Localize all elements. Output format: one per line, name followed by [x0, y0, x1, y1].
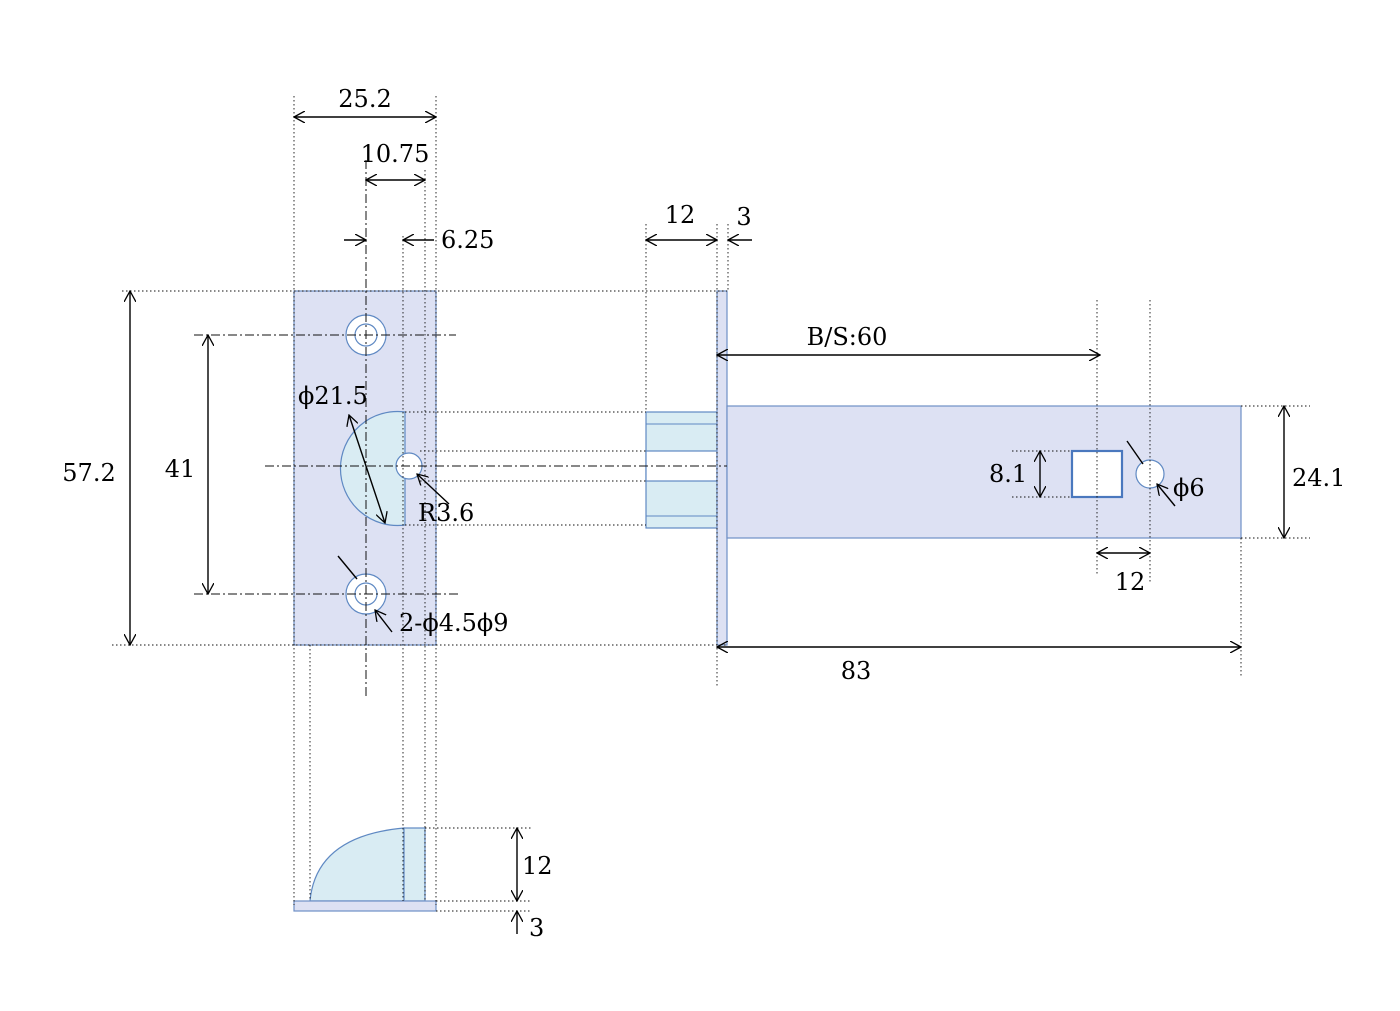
label-latch-height: 24.1 — [1292, 464, 1345, 492]
label-bottom-height: 12 — [522, 852, 553, 880]
label-hole-offset: 10.75 — [361, 140, 430, 168]
side-view — [645, 290, 1242, 646]
label-square-pitch: 12 — [1115, 568, 1146, 596]
label-square-hole: 8.1 — [989, 460, 1027, 488]
label-screw-holes: 2-ϕ4.5ϕ9 — [399, 609, 509, 637]
label-notch-radius: R3.6 — [418, 499, 474, 527]
label-hole-pitch: 41 — [165, 455, 196, 483]
dimension-lines — [130, 117, 1284, 934]
label-bottom-plate: 3 — [529, 914, 544, 942]
label-pin-hole: ϕ6 — [1173, 474, 1205, 502]
bottom-view — [293, 827, 437, 912]
label-backset: B/S:60 — [807, 323, 888, 351]
label-edge-offset: 6.25 — [441, 226, 494, 254]
bottom-latch-block — [403, 827, 426, 902]
extension-lines — [112, 96, 1310, 912]
side-flange — [716, 290, 728, 646]
square-hole — [1070, 449, 1124, 499]
label-plate-width: 25.2 — [338, 85, 391, 113]
faceplate — [293, 290, 437, 646]
label-overall-height: 57.2 — [62, 459, 115, 487]
label-flange-thickness: 3 — [736, 203, 751, 231]
bottom-plate — [293, 900, 437, 912]
label-overall-length: 83 — [841, 657, 872, 685]
label-ring-width: 12 — [665, 201, 696, 229]
bottom-latch-curve — [309, 827, 405, 902]
dimension-labels: 25.2 10.75 6.25 12 3 B/S:60 57.2 41 ϕ21.… — [62, 85, 1345, 942]
label-bore-diameter: ϕ21.5 — [298, 382, 368, 410]
